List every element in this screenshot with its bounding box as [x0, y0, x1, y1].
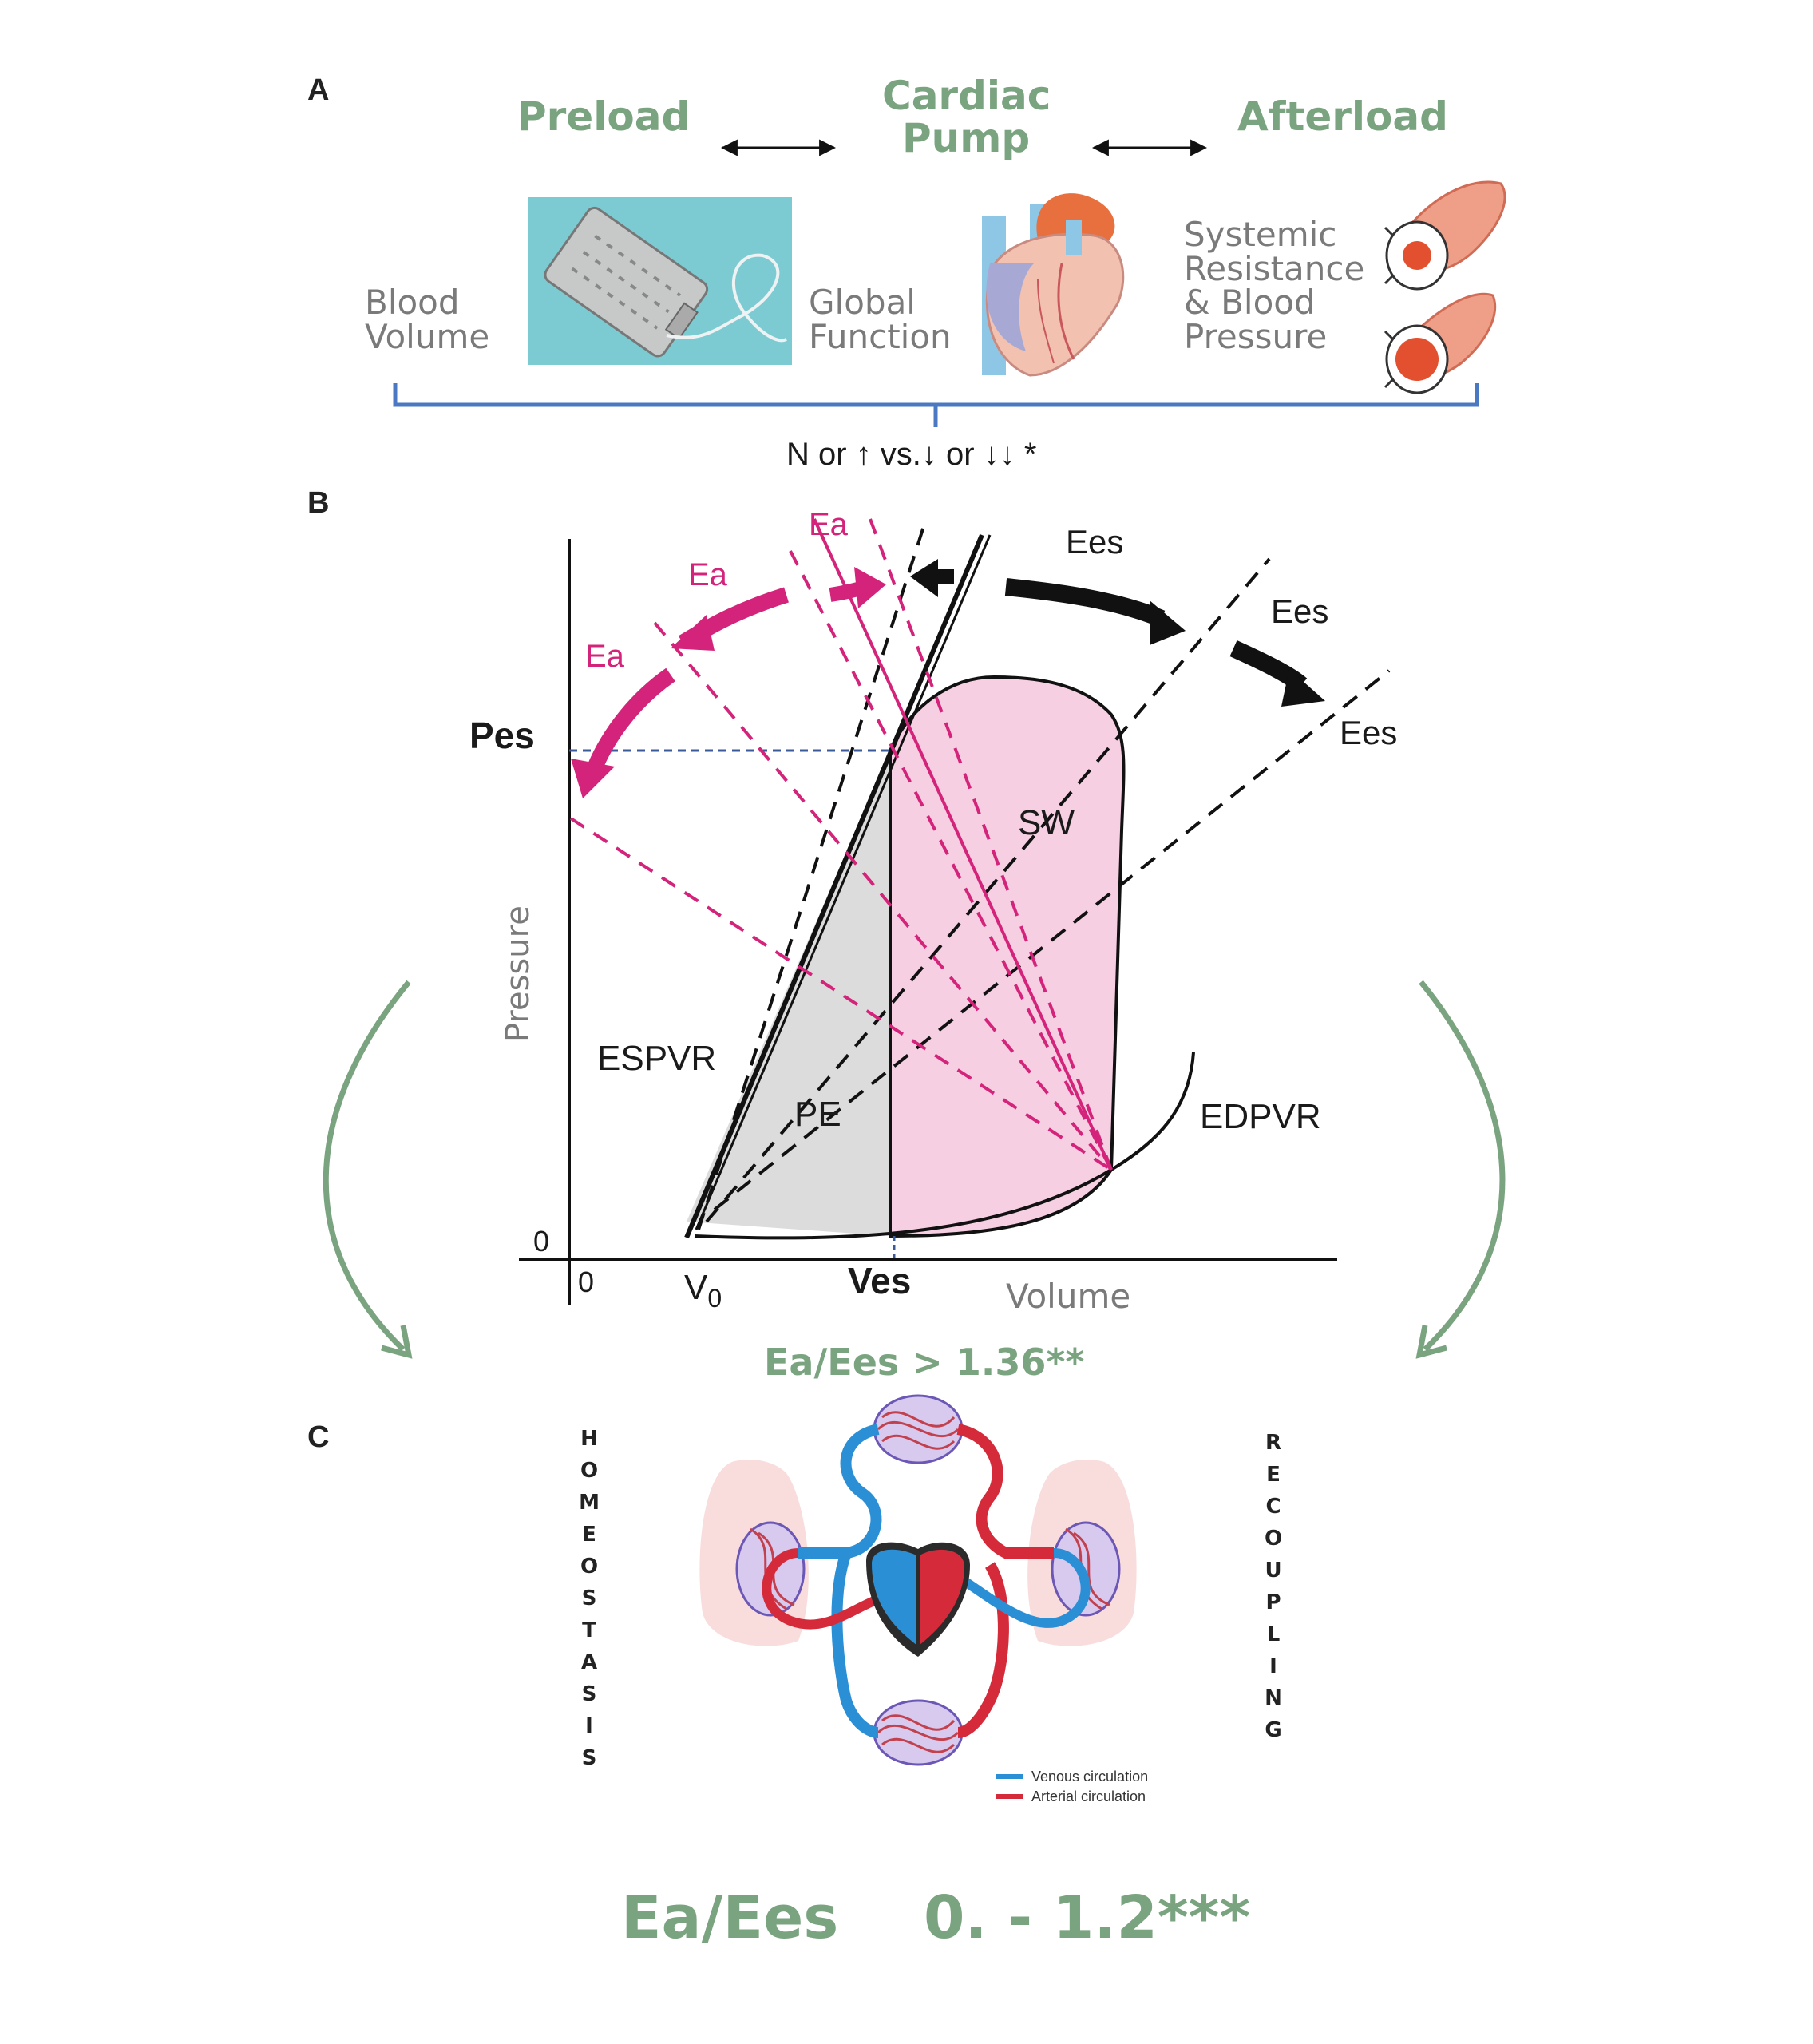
edpvr-label: EDPVR	[1200, 1097, 1321, 1136]
vessel-image	[1384, 180, 1506, 394]
legend-venous-label: Venous circulation	[1031, 1769, 1148, 1785]
pulmonary-vein	[762, 1548, 877, 1630]
svg-text:E: E	[582, 1523, 596, 1547]
preload-title: Preload	[517, 93, 690, 140]
svg-text:U: U	[1265, 1559, 1281, 1583]
panel-c-letter: C	[307, 1420, 329, 1454]
svg-text:P: P	[1265, 1590, 1281, 1614]
espvr-line-2	[695, 534, 992, 1230]
ees-label-2: Ees	[1271, 592, 1328, 630]
svg-text:S: S	[582, 1682, 597, 1706]
afterload-title: Afterload	[1237, 93, 1448, 140]
left-green-arrow	[323, 980, 411, 1352]
svg-text:S: S	[582, 1586, 597, 1610]
heart-right-side	[872, 1549, 916, 1645]
sw-label: SW	[1018, 803, 1075, 842]
svg-text:G: G	[1265, 1718, 1281, 1742]
svg-text:O: O	[1265, 1527, 1282, 1551]
pump-title: Pump	[902, 115, 1030, 161]
ea-label-1: Ea	[809, 507, 849, 542]
global-function-line2: Function	[809, 317, 952, 356]
global-function-line1: Global	[809, 283, 916, 322]
svg-text:R: R	[1265, 1431, 1281, 1455]
ea-arrow-2	[583, 667, 675, 782]
espvr-line	[684, 533, 984, 1239]
capillary-bottom	[873, 1699, 964, 1766]
ratio-threshold: Ea/Ees > 1.36**	[764, 1341, 1084, 1384]
svg-text:M: M	[579, 1491, 600, 1515]
zero-y-label: 0	[533, 1225, 549, 1258]
capillary-right	[1051, 1521, 1121, 1617]
svg-text:O: O	[580, 1555, 598, 1579]
panel-a-bracket	[393, 383, 1479, 427]
venous-vessel-1	[798, 1424, 882, 1559]
recoupling-vertical-text: R E C O U P L I N G	[1265, 1431, 1282, 1742]
pulmonary-artery	[955, 1548, 1091, 1628]
ees-arrow-1	[1004, 578, 1166, 628]
homeostasis-vertical-text: H O M E O S T A S I S	[579, 1427, 600, 1770]
svg-text:O: O	[580, 1459, 598, 1483]
zero-x-label: 0	[578, 1266, 594, 1298]
svg-text:L: L	[1267, 1622, 1281, 1646]
v0-label: V0	[684, 1268, 722, 1313]
svg-text:I: I	[585, 1714, 593, 1738]
blood-volume-line1: Blood	[365, 283, 460, 322]
ea-label-2: Ea	[688, 557, 728, 592]
capillary-top	[873, 1394, 964, 1464]
ea-label-3: Ea	[585, 639, 625, 674]
ees-label-3: Ees	[1340, 714, 1397, 751]
svg-text:A: A	[581, 1650, 597, 1674]
panel-b: B	[307, 486, 1506, 1384]
panel-a: A Preload Cardiac Pump Afterload Blood V…	[307, 73, 1506, 472]
legend-arterial-label: Arterial circulation	[1031, 1788, 1146, 1804]
svg-text:E: E	[1266, 1463, 1281, 1487]
ea-dashed-3	[653, 621, 1113, 1171]
espvr-label: ESPVR	[597, 1039, 716, 1078]
bottom-ratio-range: 0. - 1.2***	[924, 1884, 1250, 1952]
panel-a-summary: N or ↑ vs.↓ or ↓↓ *	[786, 437, 1036, 472]
ees-dashed-3	[713, 669, 1391, 1211]
arterial-vessel-1	[956, 1424, 1054, 1559]
ees-dashed-2	[705, 557, 1271, 1223]
iv-bag-image	[528, 197, 792, 365]
ea-dashed-1	[789, 550, 1113, 1171]
panel-a-letter: A	[307, 73, 329, 107]
systemic-line2: Resistance	[1184, 249, 1364, 288]
volume-axis-label: Volume	[1006, 1277, 1130, 1316]
circulation-legend: Venous circulation Arterial circulation	[996, 1769, 1148, 1804]
edpvr-curve	[694, 1052, 1195, 1240]
ees-label-1: Ees	[1066, 523, 1123, 561]
bottom-ratio: Ea/Ees 0. - 1.2***	[621, 1884, 1250, 1952]
panel-b-letter: B	[307, 486, 329, 520]
ees-dashed-1	[697, 518, 928, 1230]
pressure-axis-label: Pressure	[500, 905, 536, 1042]
heart-image	[982, 193, 1125, 377]
ea-dashed-2	[869, 518, 1113, 1171]
blood-volume-line2: Volume	[365, 317, 489, 356]
systemic-line3: & Blood	[1184, 283, 1316, 322]
ea-solid-line	[813, 518, 1113, 1171]
pe-label: PE	[794, 1095, 841, 1134]
pes-label: Pes	[469, 715, 535, 756]
venous-vessel-2	[831, 1551, 879, 1738]
svg-text:N: N	[1265, 1686, 1282, 1710]
right-green-arrow	[1419, 980, 1506, 1352]
svg-text:S: S	[582, 1746, 597, 1770]
circulation-diagram	[699, 1394, 1137, 1766]
bottom-ratio-label: Ea/Ees	[621, 1884, 838, 1952]
heart-left-side	[920, 1549, 964, 1645]
svg-text:T: T	[582, 1618, 596, 1642]
systemic-line4: Pressure	[1184, 317, 1327, 356]
arterial-vessel-2	[957, 1562, 1009, 1738]
cardiac-title: Cardiac	[882, 73, 1051, 119]
ves-label: Ves	[848, 1260, 911, 1301]
svg-text:H: H	[580, 1427, 598, 1451]
systemic-line1: Systemic	[1184, 215, 1336, 254]
svg-text:I: I	[1269, 1654, 1277, 1678]
svg-text:C: C	[1265, 1495, 1281, 1519]
panel-c: C H O M E O S T A S I S R E C O U P L I …	[307, 1394, 1282, 1804]
